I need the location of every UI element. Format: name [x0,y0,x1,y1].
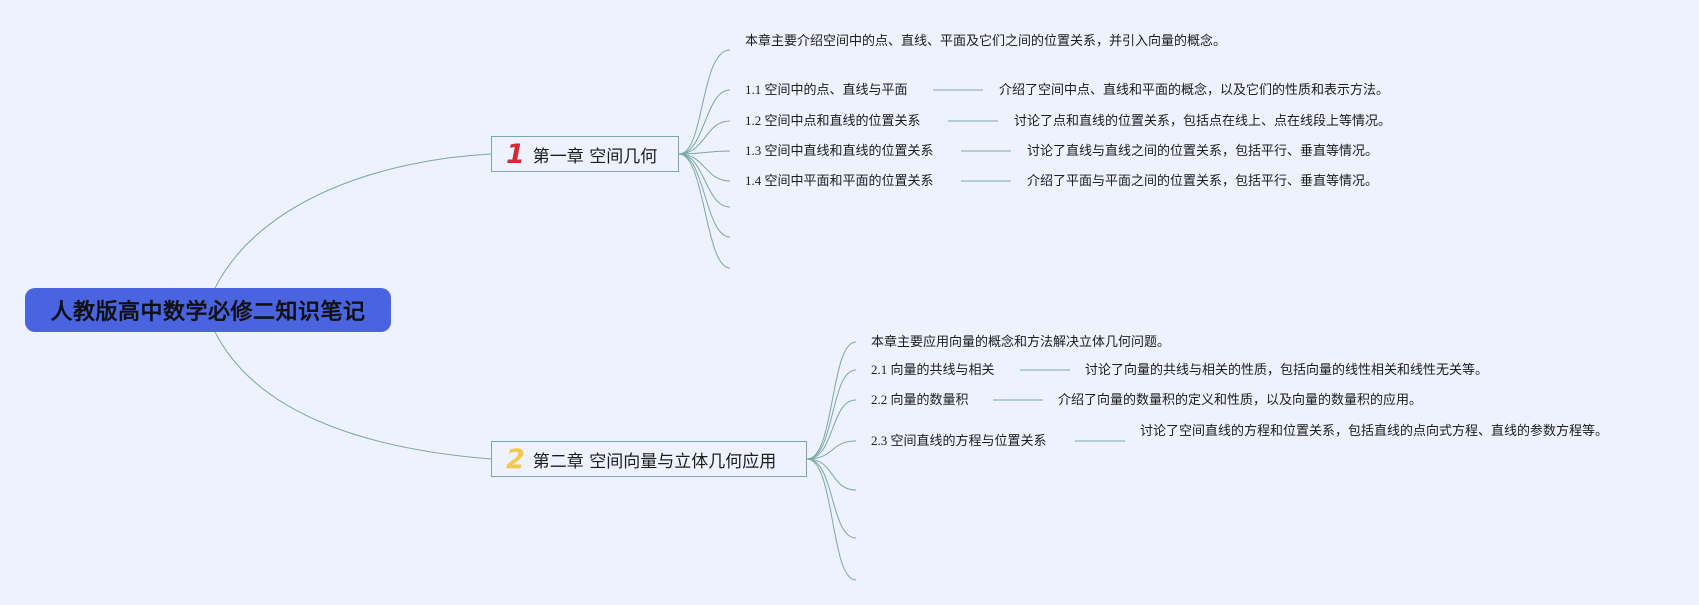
connector-ch2-s2 [806,399,857,460]
chapter-1-title: 第一章 空间几何 [532,146,658,167]
connector-ch1-s1 [678,89,731,155]
chapter-1-section-1[interactable]: 1.1 空间中的点、直线与平面 [745,82,908,97]
connector-ch2-e2 [806,458,857,539]
connector-ch1-s4 [678,153,731,182]
chapter-1-section-2-detail[interactable]: 讨论了点和直线的位置关系，包括点在线上、点在线段上等情况。 [1014,113,1392,128]
chapter-1-number: 1 [506,138,525,170]
chapter-1-section-3-detail[interactable]: 讨论了直线与直线之间的位置关系，包括平行、垂直等情况。 [1027,143,1379,158]
connector-ch1-s3 [678,150,731,155]
chapter-1-section-2[interactable]: 1.2 空间中点和直线的位置关系 [745,113,921,128]
connector-ch2-e3 [806,458,857,581]
chapter-2-number: 2 [506,443,525,475]
connector-ch1-e3 [678,153,731,269]
chapter-1-section-4[interactable]: 1.4 空间中平面和平面的位置关系 [745,173,934,188]
chapter-2-intro[interactable]: 本章主要应用向量的概念和方法解决立体几何问题。 [871,334,1171,349]
root-topic[interactable]: 人教版高中数学必修二知识笔记 [25,288,391,332]
connector-ch1-s2 [678,120,731,155]
connector-ch2-s3 [806,440,857,460]
chapter-1-section-3[interactable]: 1.3 空间中直线和直线的位置关系 [745,143,934,158]
chapter-1-intro[interactable]: 本章主要介绍空间中的点、直线、平面及它们之间的位置关系，并引入向量的概念。 [745,33,1227,48]
chapter-2-title: 第二章 空间向量与立体几何应用 [532,451,777,472]
chapter-2-section-1-detail[interactable]: 讨论了向量的共线与相关的性质，包括向量的线性相关和线性无关等。 [1085,362,1489,377]
chapter-1-topic[interactable]: 1 第一章 空间几何 [491,136,679,172]
connector-ch1-e2 [678,153,731,238]
chapter-2-section-2-detail[interactable]: 介绍了向量的数量积的定义和性质，以及向量的数量积的应用。 [1058,392,1423,407]
chapter-2-section-3[interactable]: 2.3 空间直线的方程与位置关系 [871,433,1047,448]
chapter-2-section-2[interactable]: 2.2 向量的数量积 [871,392,969,407]
connector-ch2-intro [806,341,857,460]
chapter-2-topic[interactable]: 2 第二章 空间向量与立体几何应用 [491,441,807,477]
connector-ch2-e1 [806,458,857,491]
chapter-2-section-3-detail[interactable]: 讨论了空间直线的方程和位置关系，包括直线的点向式方程、直线的参数方程等。 [1140,423,1609,438]
connector-ch1-e1 [678,153,731,208]
connector-ch2-s1 [806,369,857,460]
connector-ch1-intro [678,49,731,155]
connector-root-ch2 [214,331,492,460]
connector-root-ch1 [214,153,492,289]
chapter-2-section-1[interactable]: 2.1 向量的共线与相关 [871,362,995,377]
root-topic-label: 人教版高中数学必修二知识笔记 [50,300,366,325]
chapter-1-section-1-detail[interactable]: 介绍了空间中点、直线和平面的概念，以及它们的性质和表示方法。 [999,82,1390,97]
chapter-1-section-4-detail[interactable]: 介绍了平面与平面之间的位置关系，包括平行、垂直等情况。 [1027,173,1379,188]
